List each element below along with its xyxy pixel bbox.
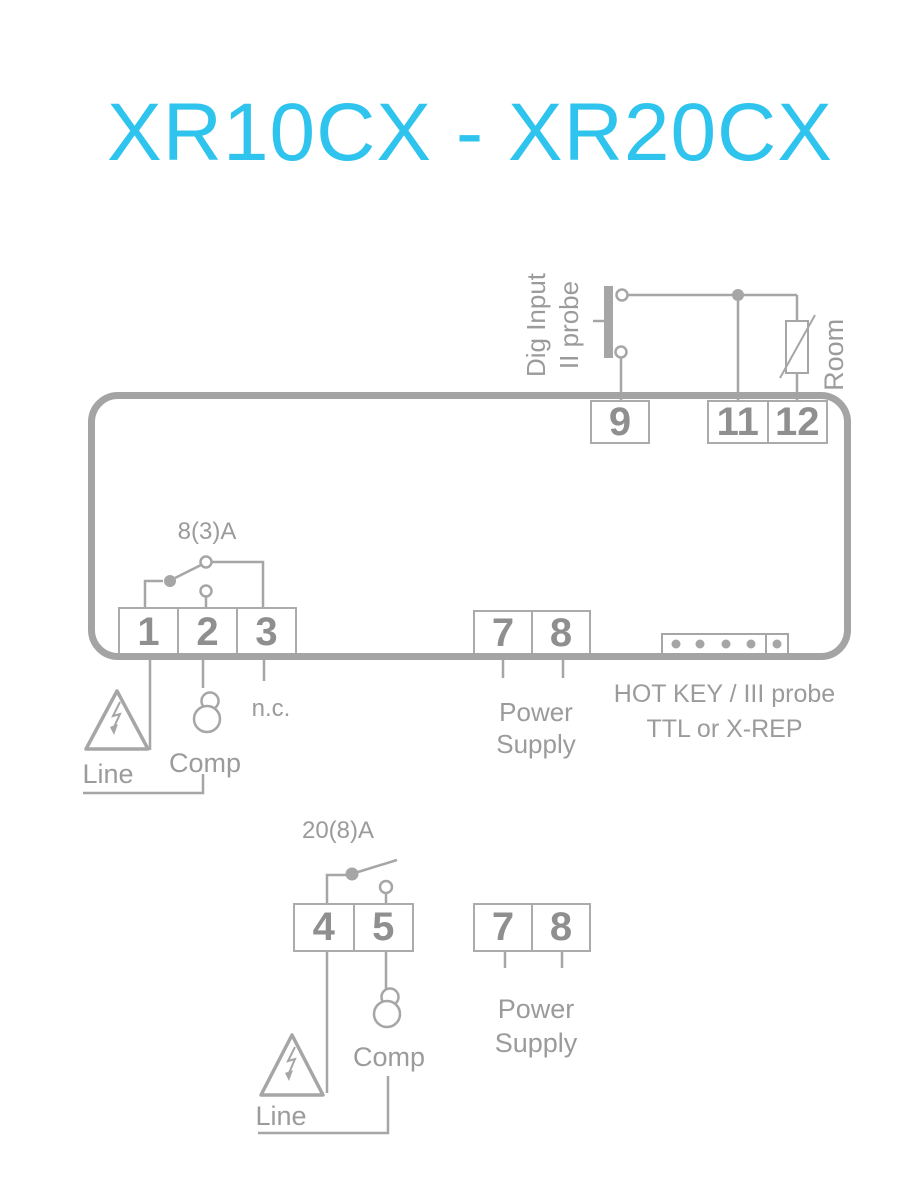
comp-label-secondary: Comp <box>352 1042 426 1072</box>
comp-label: Comp <box>168 748 242 778</box>
dig-input-label-line2: II probe <box>554 280 584 370</box>
compressor-icon <box>192 691 222 734</box>
power-supply-label-secondary-line1: Power <box>497 994 575 1024</box>
power-supply-label: Power Supply <box>476 696 596 760</box>
terminal-block-7-8-secondary: 7 8 <box>473 903 591 952</box>
terminal-block-9: 9 <box>590 400 650 444</box>
terminal-8b: 8 <box>531 905 589 950</box>
terminal-block-7-8: 7 8 <box>473 610 591 657</box>
terminal-3: 3 <box>236 609 295 656</box>
relay-switch-icon-2 <box>325 858 398 903</box>
relay-switch-icon <box>143 555 265 608</box>
terminal-2: 2 <box>177 609 236 656</box>
terminal-block-1-2-3: 1 2 3 <box>118 607 297 658</box>
comp-return-wire-2 <box>258 1076 390 1135</box>
terminal-4: 4 <box>312 905 335 949</box>
terminal-7b: 7 <box>491 905 515 949</box>
terminal-7: 7 <box>491 611 515 655</box>
comp-return-wire <box>83 774 205 795</box>
line-label-secondary: Line <box>255 1101 307 1131</box>
relay2-rating-label: 20(8)A <box>301 817 375 844</box>
power-supply-label-secondary: Power Supply <box>476 992 596 1060</box>
power-supply-label-line1: Power <box>499 697 573 727</box>
dig-input-label-line1: Dig Input <box>521 272 551 378</box>
power-supply-label-line2: Supply <box>496 729 576 759</box>
hotkey-connector <box>661 633 789 656</box>
nc-label: n.c. <box>251 695 291 722</box>
relay1-rating-label: 8(3)A <box>177 518 237 545</box>
terminal-12: 12 <box>766 400 827 444</box>
page-title: XR10CX - XR20CX <box>107 87 833 178</box>
terminal-block-4-5: 4 5 <box>293 903 414 952</box>
terminal-9: 9 <box>608 399 632 444</box>
hotkey-label: HOT KEY / III probe TTL or X-REP <box>602 677 847 747</box>
power-supply-label-secondary-line2: Supply <box>494 1028 578 1058</box>
terminal-block-11-12: 11 12 <box>707 400 828 444</box>
thermistor-icon <box>779 314 816 379</box>
room-probe-label: Room <box>819 318 850 391</box>
terminal-8: 8 <box>531 611 589 655</box>
line-label: Line <box>82 759 134 789</box>
dig-input-label: Dig Input II probe <box>520 250 586 400</box>
terminal-1: 1 <box>137 610 160 654</box>
hotkey-label-line2: TTL or X-REP <box>646 715 803 743</box>
hazard-triangle-icon <box>84 689 150 751</box>
terminal-5: 5 <box>352 905 413 950</box>
junction-dot <box>732 289 744 301</box>
terminal-11: 11 <box>716 399 759 444</box>
hazard-triangle-icon-2 <box>259 1033 325 1097</box>
compressor-icon-2 <box>372 987 402 1029</box>
digital-input-switch-icon <box>593 286 629 359</box>
hotkey-label-line1: HOT KEY / III probe <box>613 680 836 708</box>
